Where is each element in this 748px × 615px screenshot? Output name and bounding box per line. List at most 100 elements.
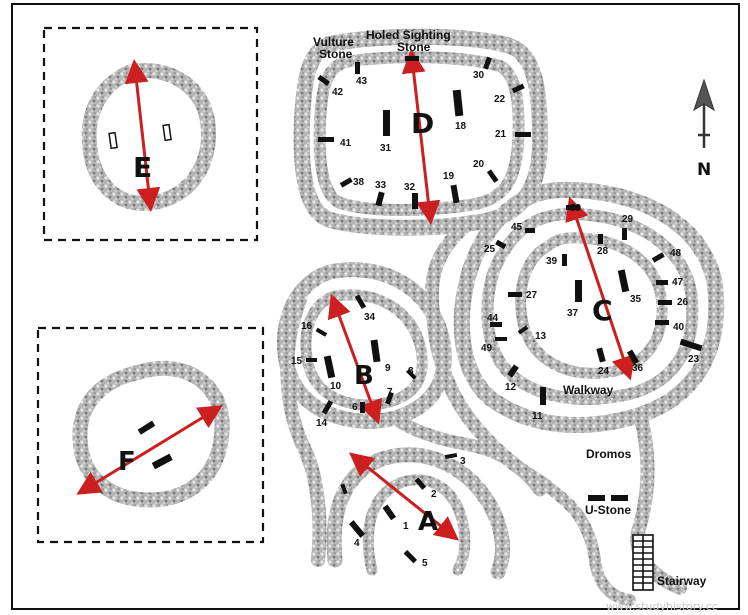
- pillar-b-6: [360, 402, 365, 413]
- pillar-d-33: [375, 191, 385, 207]
- pillar-c-29: [622, 228, 627, 240]
- enclosure-c-wall-middle: [481, 207, 699, 405]
- u-stone-left: [588, 495, 605, 501]
- pillar-c-24: [596, 347, 606, 363]
- label-vulture-stone-1: Vulture: [313, 35, 354, 49]
- label-holed-stone-1: Holed Sighting: [366, 28, 451, 42]
- enclosure-letter-b: B: [354, 361, 374, 391]
- pillar-number: 28: [597, 246, 609, 257]
- pillar-a-4: [348, 520, 366, 538]
- pillar-number: 5: [422, 558, 428, 569]
- pillar-number: 32: [404, 182, 416, 193]
- dromos-wall-east: [630, 408, 687, 595]
- pillar-d-41: [318, 137, 334, 142]
- enclosure-letter-e: E: [133, 151, 152, 184]
- pillar-c-40: [655, 320, 669, 325]
- pillar-number: 14: [316, 418, 328, 429]
- pillar-number: 49: [481, 343, 493, 354]
- pillar-d-22: [511, 83, 525, 94]
- pillar-number: 8: [408, 366, 414, 377]
- pillar-number: 15: [291, 356, 303, 367]
- pillar-number: 59: [570, 203, 582, 214]
- pillar-number: 30: [473, 70, 485, 81]
- pillar-number: 21: [495, 129, 507, 140]
- pillar-c-25: [495, 239, 507, 250]
- pillar-number: 6: [352, 402, 358, 413]
- pillar-number: 4: [354, 538, 360, 549]
- pillar-number: 39: [546, 256, 558, 267]
- pillar-d-38: [339, 177, 353, 188]
- pillar-b-7: [385, 391, 394, 405]
- pillar-d-19: [450, 184, 460, 204]
- pillar-b-10: [323, 355, 336, 379]
- pillar-number: 41: [340, 138, 352, 149]
- pillar-number: 33: [375, 180, 387, 191]
- pillar-c-37: [575, 280, 582, 302]
- pillar-number: 9: [385, 363, 391, 374]
- pillar-f-upper: [137, 420, 156, 435]
- pillar-b-9: [370, 339, 381, 363]
- pillar-a-1: [382, 504, 397, 521]
- label-dromos: Dromos: [586, 447, 632, 461]
- north-arrow: N: [693, 78, 715, 180]
- pillar-number: 42: [332, 87, 344, 98]
- pillar-d-21: [515, 132, 531, 137]
- pillar-number: 44: [487, 313, 499, 324]
- pillar-number: 34: [364, 312, 376, 323]
- pillar-a-3: [444, 452, 458, 460]
- pillar-d-18: [452, 89, 464, 117]
- pillar-a-extra: [340, 483, 348, 495]
- pillar-c-26: [658, 300, 672, 305]
- watermark: www.studyhistory.cc: [606, 600, 718, 613]
- enclosure-a-wall-inner: [362, 474, 471, 576]
- enclosure-letter-f: F: [118, 447, 136, 477]
- pillar-number: 19: [443, 171, 455, 182]
- axis-arrow-d: [401, 49, 441, 225]
- pillar-b-8: [406, 369, 417, 380]
- pillar-a-2: [414, 477, 427, 490]
- label-holed-stone-2: Stone: [397, 40, 431, 54]
- pillar-f-lower: [151, 453, 173, 470]
- western-wall: [280, 293, 327, 567]
- enclosure-f-box: [36, 326, 265, 544]
- pillar-number: 36: [632, 363, 644, 374]
- axis-arrow-f: [76, 405, 223, 495]
- pillar-number: 2: [431, 489, 437, 500]
- pillar-d-42: [317, 74, 331, 86]
- label-vulture-stone-2: Stone: [319, 47, 353, 61]
- pillar-number: 1: [403, 521, 409, 532]
- dromos-wall-west: [539, 479, 636, 606]
- pillar-number: 7: [387, 387, 393, 398]
- enclosure-letter-d: D: [411, 107, 434, 140]
- pillar-number: 27: [526, 290, 538, 301]
- pillar-c-45: [525, 228, 535, 233]
- pillar-b-34: [354, 294, 367, 310]
- pillar-number: 26: [677, 297, 689, 308]
- pillar-number: 31: [380, 143, 392, 154]
- pillar-b-15: [306, 358, 317, 362]
- pillar-a-5: [403, 549, 418, 564]
- axis-arrow-e: [124, 59, 161, 212]
- u-stone-right: [611, 495, 628, 501]
- enclosure-d-wall-outer: [293, 28, 548, 236]
- pillar-d-20: [486, 169, 499, 183]
- enclosure-e-box: [42, 26, 259, 242]
- pillar-number: 22: [494, 94, 506, 105]
- pillar-number: 3: [460, 456, 466, 467]
- pillar-number: 12: [505, 382, 517, 393]
- label-walkway: Walkway: [563, 383, 614, 397]
- pillar-c-12: [507, 364, 519, 378]
- pillar-c-44: [490, 322, 502, 327]
- pillar-c-28: [598, 234, 603, 244]
- pillar-number: 11: [532, 411, 543, 422]
- pillar-number: 37: [567, 308, 579, 319]
- label-stairway: Stairway: [657, 574, 707, 588]
- pillar-number: 48: [670, 248, 682, 259]
- pillar-number: 38: [353, 177, 365, 188]
- pillar-number: 10: [330, 381, 342, 392]
- pillar-number: 40: [673, 322, 685, 333]
- pillar-c-13: [517, 325, 529, 335]
- pillar-d-31: [383, 110, 390, 136]
- pillar-c-35: [617, 269, 630, 293]
